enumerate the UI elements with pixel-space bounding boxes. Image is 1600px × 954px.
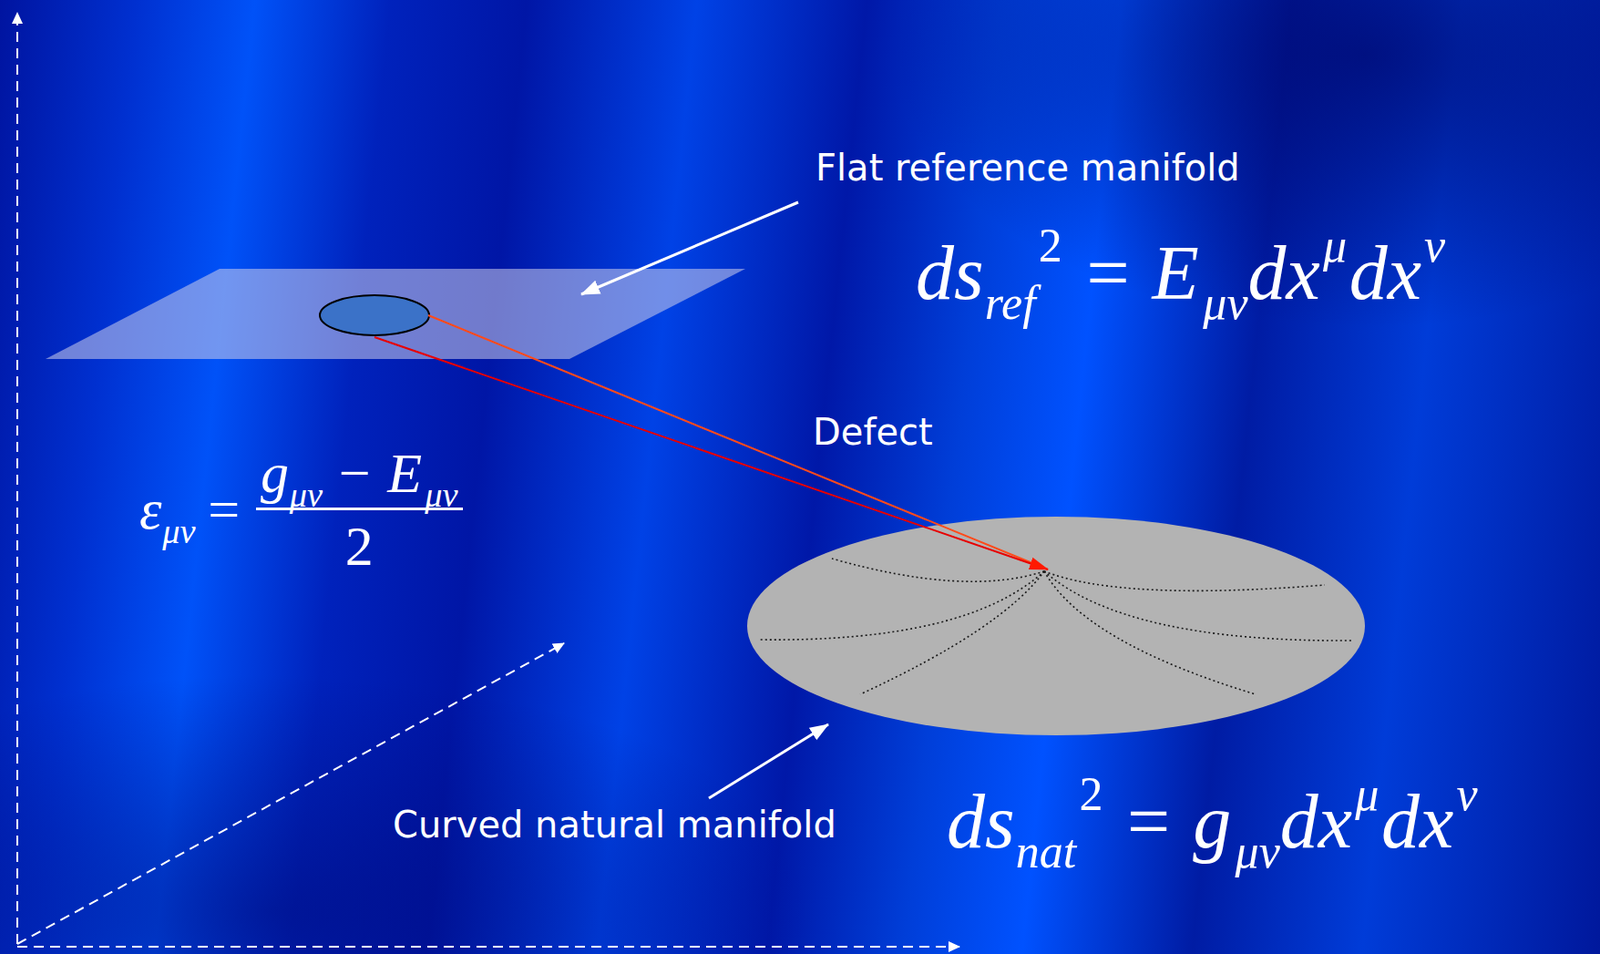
- strain-formula: εμν=gμν− Eμν2: [139, 444, 463, 575]
- dotted-curve: [1044, 571, 1325, 591]
- formula-symbol: dx: [1248, 230, 1321, 316]
- formula-symbol: ds: [946, 779, 1016, 864]
- mapping-line: [374, 337, 1048, 570]
- axis-line: [17, 945, 960, 948]
- formula-symbol: μν: [1202, 276, 1248, 329]
- region-ellipse: [319, 295, 430, 336]
- formula-symbol: 2: [1038, 219, 1063, 272]
- callout-label: Curved natural manifold: [392, 802, 837, 847]
- dotted-curve: [831, 558, 1045, 582]
- formula: dsnat2= gμνdxμdxν: [946, 783, 1480, 861]
- formula-symbol: ds: [915, 230, 985, 316]
- formula-symbol: μν: [289, 475, 323, 514]
- formula-symbol: g: [260, 441, 289, 504]
- denominator: 2: [256, 510, 462, 574]
- formula-symbol: μ: [1354, 768, 1379, 821]
- formula-symbol: ν: [1456, 768, 1477, 821]
- formula-symbol: ε: [139, 478, 162, 541]
- dotted-curve: [1044, 571, 1353, 641]
- formula-symbol: ν: [1424, 219, 1446, 272]
- formula-symbol: dx: [1381, 779, 1454, 864]
- formula-symbol: μν: [162, 512, 195, 551]
- formula-symbol: dx: [1349, 230, 1422, 316]
- defect-label: Defect: [812, 410, 934, 454]
- callout-label: Flat reference manifold: [815, 145, 1241, 190]
- formula-symbol: =: [207, 478, 240, 541]
- formula-symbol: μν: [1235, 825, 1281, 878]
- reference-plane: [45, 268, 746, 359]
- leader-arrow: [581, 202, 799, 295]
- formula-symbol: μ: [1323, 219, 1347, 272]
- formula-symbol: nat: [1015, 825, 1077, 878]
- numerator: gμν− Eμν: [256, 444, 462, 508]
- leader-arrow: [708, 724, 829, 799]
- formula-symbol: 2: [345, 514, 374, 577]
- axis-line: [16, 12, 19, 944]
- formula: dsref2= Eμνdxμdxν: [915, 235, 1448, 312]
- formula-symbol: − E: [335, 441, 422, 504]
- formula-symbol: dx: [1280, 779, 1353, 864]
- formula-symbol: μν: [424, 475, 458, 514]
- formula-lhs: εμν=: [139, 481, 243, 538]
- formula-symbol: ref: [984, 276, 1036, 329]
- dotted-curve: [860, 571, 1045, 695]
- formula-symbol: 2: [1078, 768, 1103, 821]
- formula-symbol: = E: [1081, 230, 1200, 316]
- formula-symbol: = g: [1122, 779, 1232, 864]
- fraction: gμν− Eμν2: [256, 444, 462, 575]
- dotted-curve: [759, 571, 1045, 640]
- dotted-curve: [1044, 571, 1256, 695]
- axis-line: [17, 643, 565, 944]
- natural-manifold: [747, 516, 1365, 736]
- geodesic-lines: [759, 558, 1353, 695]
- mapping-line: [428, 315, 1048, 570]
